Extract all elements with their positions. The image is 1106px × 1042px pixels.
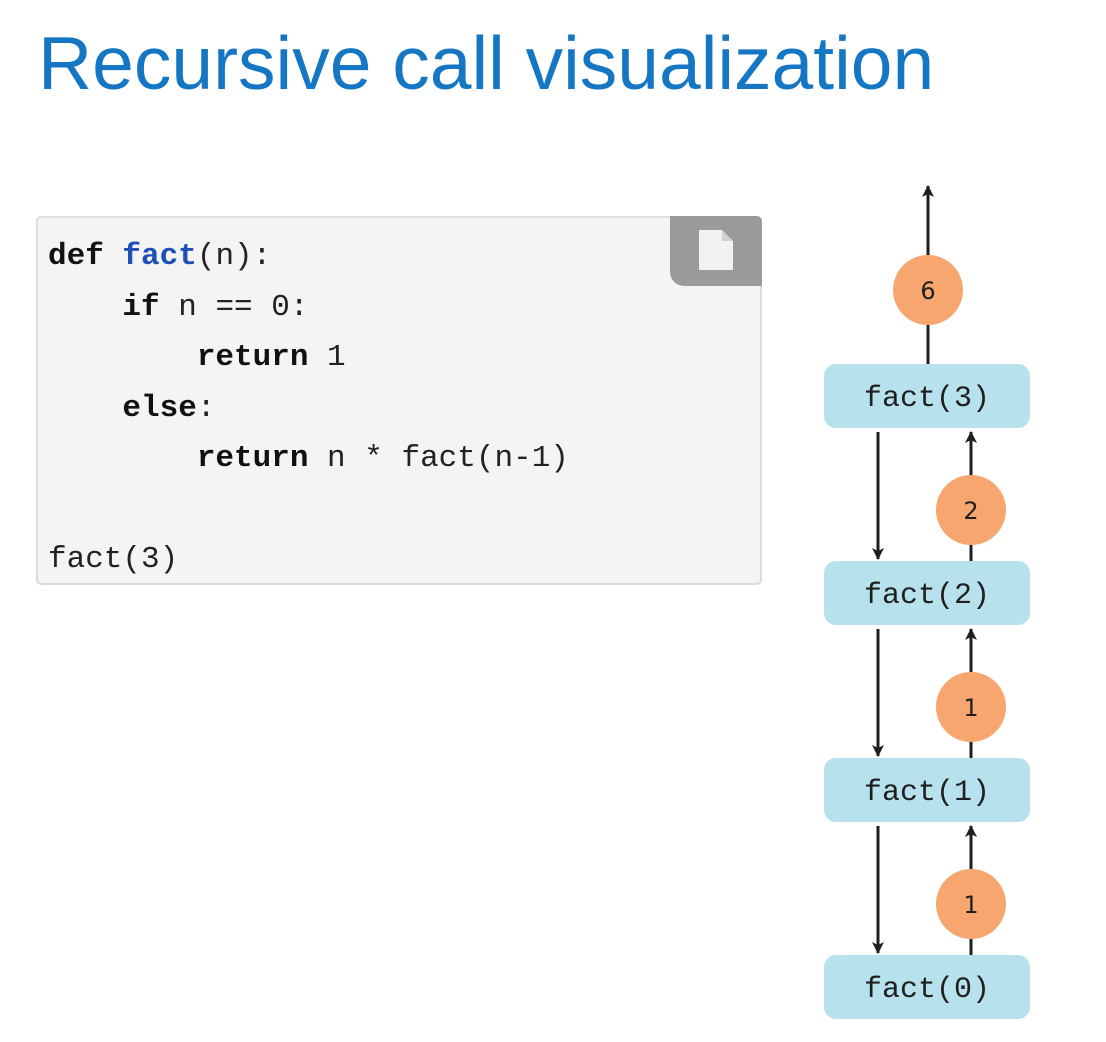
- code-line-4: else:: [48, 384, 569, 435]
- code-text: fact(3): [48, 542, 179, 577]
- code-text: 1: [308, 340, 346, 375]
- code-keyword: return: [196, 441, 309, 476]
- code-line-3: return 1: [48, 333, 569, 384]
- return-value-label-0: 6: [920, 277, 935, 305]
- code-text: n * fact(n-1): [308, 441, 569, 476]
- document-icon: [699, 230, 733, 270]
- call-box-1: [824, 561, 1030, 625]
- return-value-label-2: 1: [963, 694, 978, 722]
- code-line-1: def fact(n):: [48, 232, 569, 283]
- code-function-name: fact: [122, 239, 197, 274]
- code-text: n == 0:: [159, 289, 309, 325]
- call-label-3: fact(0): [864, 973, 990, 1007]
- return-value-label-1: 2: [963, 497, 978, 525]
- code-lines: def fact(n): if n == 0: return 1 else: r…: [48, 232, 569, 586]
- code-line-5: return n * fact(n-1): [48, 434, 569, 485]
- return-value-circle-3: [936, 869, 1006, 939]
- code-line-2: if n == 0:: [48, 283, 569, 334]
- code-keyword: def: [48, 239, 104, 274]
- call-label-0: fact(3): [864, 382, 990, 416]
- page-title: Recursive call visualization: [38, 21, 935, 105]
- call-label-1: fact(2): [864, 579, 990, 613]
- call-box-3: [824, 955, 1030, 1019]
- call-label-2: fact(1): [864, 776, 990, 810]
- copy-button[interactable]: [670, 216, 762, 286]
- return-value-circle-2: [936, 672, 1006, 742]
- code-keyword: return: [196, 340, 309, 375]
- return-value-label-3: 1: [963, 891, 978, 919]
- code-text: (n):: [196, 239, 272, 274]
- code-line-7: fact(3): [48, 535, 569, 586]
- call-box-0: [824, 364, 1030, 428]
- code-block: def fact(n): if n == 0: return 1 else: r…: [36, 216, 762, 585]
- return-value-circle-1: [936, 475, 1006, 545]
- code-keyword: if: [122, 289, 160, 325]
- return-value-circle-0: [893, 255, 963, 325]
- code-keyword: else: [122, 390, 197, 426]
- call-box-2: [824, 758, 1030, 822]
- code-text: :: [196, 390, 216, 426]
